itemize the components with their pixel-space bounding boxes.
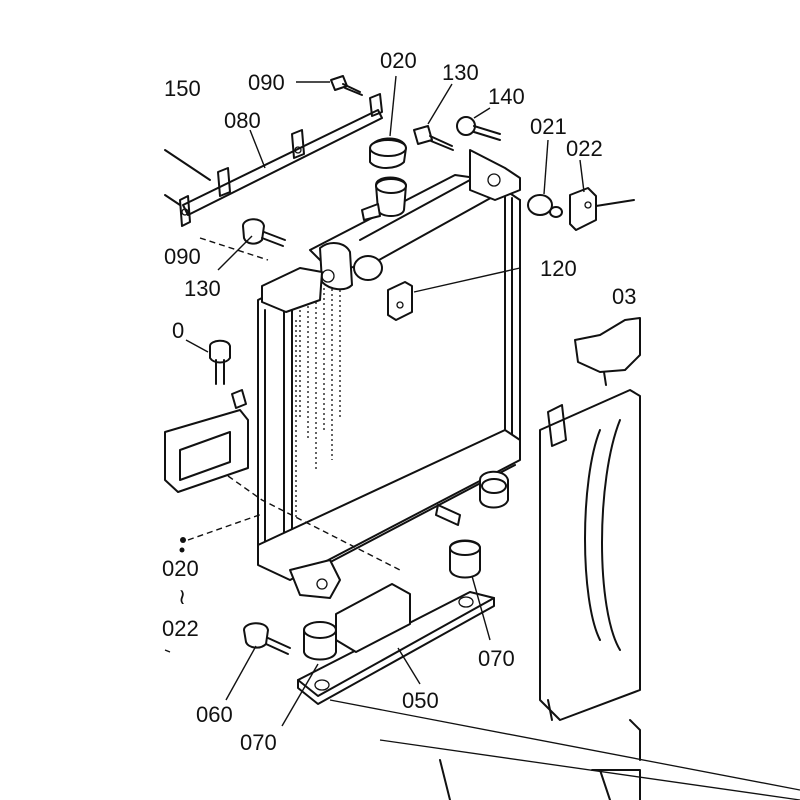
- frame-lines: [164, 649, 800, 800]
- cushion-021: [527, 194, 563, 218]
- bolt-140: [456, 116, 501, 141]
- bolt-060: [243, 622, 291, 655]
- leader-lines: [185, 75, 585, 727]
- guide-lines: [179, 237, 401, 571]
- label-060: 060: [196, 702, 233, 727]
- label-090-left: 090: [164, 244, 201, 269]
- label-130-top: 130: [442, 60, 479, 85]
- label-050: 050: [402, 688, 439, 713]
- label-022-top: 022: [566, 136, 603, 161]
- label-020-left: 020: [162, 556, 199, 581]
- left-bracket: [164, 339, 249, 493]
- label-150: 150: [164, 76, 201, 101]
- label-070-bottom: 070: [240, 730, 277, 755]
- left-edge-lines: [164, 149, 211, 206]
- range-mark: ≀: [178, 584, 186, 609]
- label-130-left: 130: [184, 276, 221, 301]
- radiator-core: [257, 149, 521, 599]
- bolt-130-left: [242, 218, 286, 247]
- callout-labels: 150 090 080 020 130 140 021 022 090 130 …: [162, 48, 636, 755]
- label-080: 080: [224, 108, 261, 133]
- label-021: 021: [530, 114, 567, 139]
- label-0: 0: [172, 318, 184, 343]
- bracket-022: [569, 187, 635, 231]
- label-03: 03: [612, 284, 636, 309]
- label-090-top: 090: [248, 70, 285, 95]
- bolt-130-top: [413, 125, 454, 151]
- label-022-left: 022: [162, 616, 199, 641]
- label-070-right: 070: [478, 646, 515, 671]
- hose-03: [574, 317, 641, 386]
- rubber-mount-070-left: [303, 621, 337, 661]
- upper-stay-bar: [179, 93, 383, 227]
- bracket-120: [387, 281, 413, 321]
- label-140: 140: [488, 84, 525, 109]
- fan-shroud: [539, 389, 641, 721]
- radiator-cap-020: [369, 137, 407, 169]
- rubber-mount-070-right: [449, 539, 481, 579]
- label-120: 120: [540, 256, 577, 281]
- bolt-090-top: [330, 75, 363, 96]
- label-020-top: 020: [380, 48, 417, 73]
